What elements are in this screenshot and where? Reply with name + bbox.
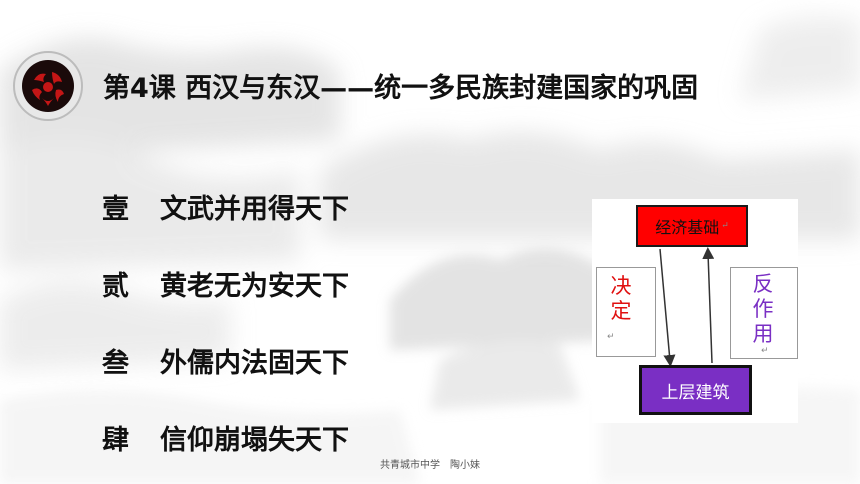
- economic-base-label: 经济基础: [655, 218, 720, 237]
- react-box: 反作用 ↵: [730, 267, 798, 359]
- react-label: 反作用: [752, 272, 774, 346]
- list-number: 贰: [102, 271, 129, 302]
- list-number: 壹: [102, 194, 129, 225]
- list-text: 外儒内法固天下: [160, 348, 349, 379]
- decide-label: 决定: [610, 274, 632, 323]
- base-superstructure-diagram: 经济基础↵ 决定 ↵ 反作用 ↵ 上层建筑: [592, 199, 798, 423]
- red-seal-logo-icon: [13, 51, 83, 121]
- economic-base-box: 经济基础↵: [636, 205, 748, 247]
- list-item-3: 叁外儒内法固天下: [102, 341, 349, 380]
- return-mark-icon: ↵: [761, 346, 769, 356]
- footer-author: 共青城市中学 陶小妹: [380, 460, 480, 471]
- list-text: 信仰崩塌失天下: [160, 425, 349, 456]
- list-text: 黄老无为安天下: [160, 271, 349, 302]
- list-number: 肆: [102, 425, 129, 456]
- react-arrow-icon: [702, 247, 715, 364]
- decide-box: 决定 ↵: [596, 267, 656, 357]
- list-item-4: 肆信仰崩塌失天下: [102, 418, 349, 457]
- decide-arrow-icon: [659, 248, 676, 367]
- superstructure-label: 上层建筑: [661, 382, 730, 403]
- list-item-2: 贰黄老无为安天下: [102, 264, 349, 303]
- slide-title: 第4课 西汉与东汉——统一多民族封建国家的巩固: [103, 73, 699, 104]
- superstructure-box: 上层建筑: [639, 365, 752, 415]
- list-number: 叁: [102, 348, 129, 379]
- return-mark-icon: ↵: [607, 332, 615, 342]
- list-item-1: 壹文武并用得天下: [102, 187, 349, 226]
- return-mark-icon: ↵: [721, 221, 729, 231]
- list-text: 文武并用得天下: [160, 194, 349, 225]
- diagram-arrows: [659, 247, 715, 367]
